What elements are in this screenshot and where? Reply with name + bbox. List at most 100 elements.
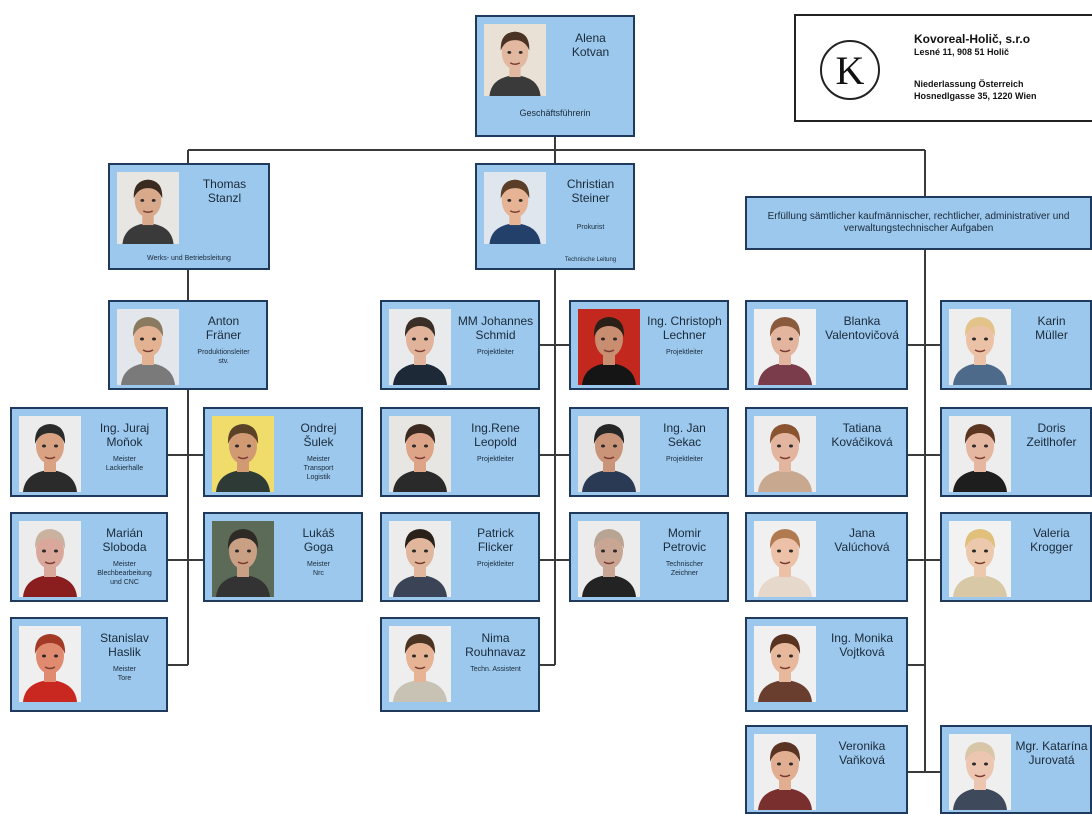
person-name: Karin Müller bbox=[1035, 314, 1068, 342]
person-name: Ing.Rene Leopold bbox=[471, 421, 520, 449]
portrait-photo bbox=[19, 626, 81, 702]
person-role: Produktionsleiter stv. bbox=[197, 349, 250, 365]
person-name: MM Johannes Schmid bbox=[457, 314, 534, 342]
portrait-photo bbox=[212, 416, 274, 492]
person-role: Projektleiter bbox=[666, 349, 703, 356]
person-role: Projektleiter bbox=[477, 349, 514, 356]
company-address: Lesné 11, 908 51 Holič bbox=[914, 47, 1010, 57]
person-card-mgr-katarina-jurovata: Mgr. Katarína Jurovatá bbox=[940, 725, 1092, 814]
person-name: Stanislav Haslik bbox=[100, 631, 149, 659]
portrait-photo bbox=[578, 521, 640, 597]
logo-letter: K bbox=[835, 48, 865, 93]
portrait-photo bbox=[484, 172, 546, 244]
person-name: Nima Rouhnavaz bbox=[465, 631, 526, 659]
company-logo-box: K Kovoreal-Holič, s.r.o Lesné 11, 908 51… bbox=[794, 14, 1092, 122]
portrait-photo bbox=[754, 626, 816, 702]
admin-task-box: Erfüllung sämtlicher kaufmännischer, rec… bbox=[745, 196, 1092, 250]
person-name: Anton Fräner bbox=[205, 314, 242, 342]
person-card-valeria-krogger: Valeria Krogger bbox=[940, 512, 1092, 602]
person-role: Technischer Zeichner bbox=[665, 561, 704, 577]
person-name: Ing. Monika Vojtková bbox=[830, 631, 894, 659]
portrait-photo bbox=[754, 416, 816, 492]
person-name: Ing. Christoph Lechner bbox=[647, 314, 722, 342]
person-name: Tatiana Kováčiková bbox=[831, 421, 893, 449]
portrait-photo bbox=[754, 521, 816, 597]
department-label: Technische Leitung bbox=[564, 257, 617, 263]
person-role: Prokurist bbox=[576, 224, 605, 231]
portrait-photo bbox=[212, 521, 274, 597]
person-name: Jana Valúchová bbox=[834, 526, 890, 554]
portrait-photo bbox=[117, 172, 179, 244]
person-role: Projektleiter bbox=[477, 456, 514, 463]
portrait-photo bbox=[389, 309, 451, 385]
person-name: Patrick Flicker bbox=[477, 526, 514, 554]
portrait-photo bbox=[949, 734, 1011, 810]
person-name: Momir Petrovic bbox=[662, 526, 707, 554]
person-name: Ing. Jan Sekac bbox=[663, 421, 706, 449]
portrait-photo bbox=[19, 521, 81, 597]
portrait-photo bbox=[389, 626, 451, 702]
person-name: Veronika Vaňková bbox=[838, 739, 886, 767]
portrait-photo bbox=[484, 24, 546, 96]
person-role: Meister Transport Logistik bbox=[303, 456, 334, 481]
person-card-tatiana-kovacikova: Tatiana Kováčiková bbox=[745, 407, 908, 497]
person-name: Alena Kotvan bbox=[571, 31, 610, 59]
person-name: Blanka Valentovičová bbox=[825, 314, 899, 342]
person-role: Techn. Assistent bbox=[470, 666, 521, 673]
person-card-blanka-valentovicova: Blanka Valentovičová bbox=[745, 300, 908, 390]
portrait-photo bbox=[754, 309, 816, 385]
portrait-photo bbox=[389, 416, 451, 492]
portrait-photo bbox=[117, 309, 179, 385]
person-name: Mgr. Katarína Jurovatá bbox=[1015, 739, 1088, 767]
person-card-doris-zeitlhofer: Doris Zeitlhofer bbox=[940, 407, 1092, 497]
portrait-photo bbox=[578, 309, 640, 385]
person-name: Ondrej Šulek bbox=[300, 421, 337, 449]
company-name: Kovoreal-Holič, s.r.o bbox=[914, 32, 1031, 46]
person-name: Doris Zeitlhofer bbox=[1026, 421, 1077, 449]
branch-title: Niederlassung Österreich bbox=[914, 79, 1024, 89]
person-card-veronika-vankova: Veronika Vaňková bbox=[745, 725, 908, 814]
portrait-photo bbox=[578, 416, 640, 492]
portrait-photo bbox=[949, 309, 1011, 385]
person-role: Meister Blechbearbeitung und CNC bbox=[97, 561, 152, 586]
branch-address: Hosnedlgasse 35, 1220 Wien bbox=[914, 91, 1037, 101]
person-name: Ing. Juraj Moňok bbox=[99, 421, 150, 449]
person-name: Lukáš Goga bbox=[302, 526, 335, 554]
person-name: Christian Steiner bbox=[566, 177, 615, 205]
portrait-photo bbox=[949, 416, 1011, 492]
company-logo: K bbox=[820, 40, 880, 100]
person-role: Geschäftsführerin bbox=[519, 108, 591, 118]
person-card-jana-valuchova: Jana Valúchová bbox=[745, 512, 908, 602]
portrait-photo bbox=[389, 521, 451, 597]
person-card-ing-monika-vojtkova: Ing. Monika Vojtková bbox=[745, 617, 908, 712]
person-name: Valeria Krogger bbox=[1030, 526, 1073, 554]
person-card-karin-muller: Karin Müller bbox=[940, 300, 1092, 390]
person-role: Projektleiter bbox=[666, 456, 703, 463]
portrait-photo bbox=[19, 416, 81, 492]
person-role: Meister Tore bbox=[113, 666, 136, 682]
portrait-photo bbox=[754, 734, 816, 810]
person-name: Thomas Stanzl bbox=[202, 177, 247, 205]
portrait-photo bbox=[949, 521, 1011, 597]
person-role: Meister Nrc bbox=[307, 561, 330, 577]
person-name: Marián Sloboda bbox=[102, 526, 147, 554]
person-role: Projektleiter bbox=[477, 561, 514, 568]
person-role: Meister Lackierhalle bbox=[105, 456, 144, 472]
person-role: Werks- und Betriebsleitung bbox=[147, 255, 231, 262]
